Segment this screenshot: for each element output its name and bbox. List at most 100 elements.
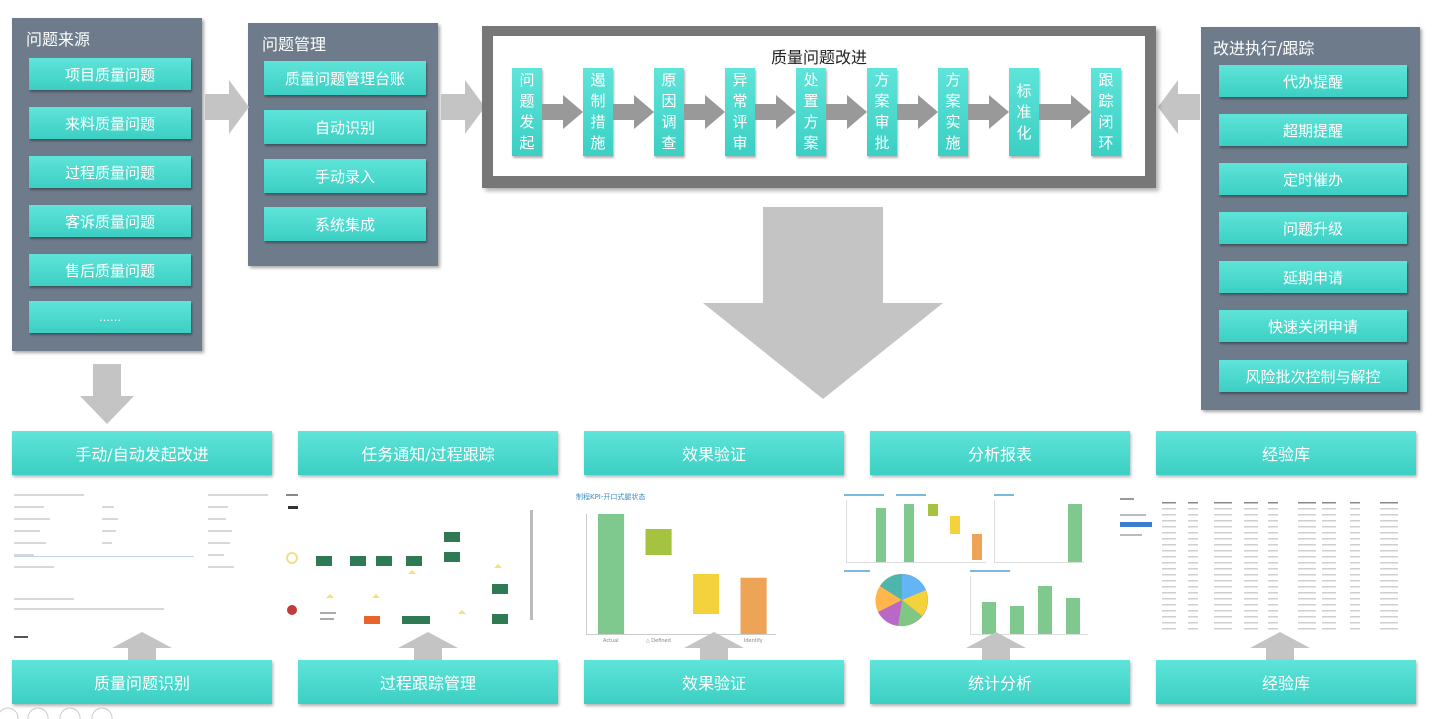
table-cell [1350,622,1360,624]
kpi-category-label: △ Defined [646,638,671,644]
flow-step-root-cause[interactable]: 原因调查 [654,68,684,156]
flow-step-initiate[interactable]: 问题发起 [512,68,542,156]
exec-item-overdue-reminder[interactable]: 超期提醒 [1219,114,1407,146]
table-cell [1268,628,1278,630]
table-cell [1244,580,1258,582]
flow-arrow-icon [755,95,796,129]
table-cell [1268,604,1278,606]
table-cell [1350,562,1360,564]
bar-effect-verification-bottom[interactable]: 效果验证 [584,660,844,704]
table-cell [1188,598,1198,600]
table-cell [1298,520,1316,522]
arrow-down-icon [80,364,134,424]
table-cell [1380,562,1398,564]
bar-issue-identification[interactable]: 质量问题识别 [12,660,272,704]
table-cell [1380,622,1398,624]
flow-step-label: 异常评审 [732,71,748,152]
source-item-project[interactable]: 项目质量问题 [29,58,191,90]
table-cell [1268,592,1278,594]
table-cell [1322,580,1336,582]
table-cell [1298,622,1316,624]
table-cell [1298,514,1316,516]
flow-arrow-icon [613,95,654,129]
flow-step-label: 方案审批 [874,71,890,152]
table-cell [1162,538,1176,540]
table-cell [1268,586,1278,588]
table-cell [1244,556,1258,558]
table-cell [1162,616,1176,618]
table-cell [1244,526,1258,528]
table-cell [1298,526,1316,528]
bar-initiate-improvement[interactable]: 手动/自动发起改进 [12,431,272,475]
exec-item-extension-request[interactable]: 延期申请 [1219,261,1407,293]
exec-item-todo-reminder[interactable]: 代办提醒 [1219,65,1407,97]
source-item-complaint[interactable]: 客诉质量问题 [29,205,191,237]
bar-experience-library[interactable]: 经验库 [1156,431,1416,475]
table-cell [1188,616,1198,618]
flow-step-review[interactable]: 异常评审 [725,68,755,156]
table-cell [1162,568,1176,570]
flow-step-implementation[interactable]: 方案实施 [938,68,968,156]
flow-step-disposal[interactable]: 处置方案 [796,68,826,156]
table-cell [1350,532,1360,534]
flow-arrow-icon [968,95,1009,129]
flow-arrow-icon [542,95,583,129]
kpi-bar [740,577,767,634]
bar-experience-library-bottom[interactable]: 经验库 [1156,660,1416,704]
table-cell [1188,502,1198,504]
table-sidebar-selected[interactable] [1120,522,1152,527]
source-item-process[interactable]: 过程质量问题 [29,156,191,188]
exec-item-scheduled-urge[interactable]: 定时催办 [1219,163,1407,195]
bar-effect-verification[interactable]: 效果验证 [584,431,844,475]
kpi-bar [645,529,672,555]
table-cell [1214,562,1232,564]
table-cell [1322,568,1336,570]
table-cell [1268,544,1278,546]
improvement-flow-canvas: 质量问题改进 问题发起 遏制措施 原因调查 异常评审 处置方案 方案审批 方案实… [493,36,1145,176]
bar-process-tracking-management[interactable]: 过程跟踪管理 [298,660,558,704]
mgmt-item-manual-entry[interactable]: 手动录入 [264,159,426,193]
bar-analysis-report[interactable]: 分析报表 [870,431,1130,475]
table-cell [1350,592,1360,594]
flow-step-containment[interactable]: 遏制措施 [583,68,613,156]
bar-statistical-analysis[interactable]: 统计分析 [870,660,1130,704]
table-cell [1188,586,1198,588]
table-cell [1214,580,1232,582]
exec-item-escalation[interactable]: 问题升级 [1219,212,1407,244]
mgmt-item-system-integration[interactable]: 系统集成 [264,207,426,241]
table-cell [1162,556,1176,558]
flow-step-approval[interactable]: 方案审批 [867,68,897,156]
flow-step-closure[interactable]: 跟踪闭环 [1091,68,1121,156]
table-cell [1322,508,1336,510]
mgmt-item-auto-identify[interactable]: 自动识别 [264,110,426,144]
source-item-more[interactable]: …… [29,301,191,333]
exec-item-risk-batch-control[interactable]: 风险批次控制与解控 [1219,360,1407,392]
thumbnail-analysis-dashboard [842,490,1092,640]
exec-item-quick-close[interactable]: 快速关闭申请 [1219,310,1407,342]
table-cell [1162,604,1176,606]
table-cell [1244,616,1258,618]
kpi-bar [598,514,625,634]
table-cell [1162,508,1176,510]
kpi-bar [693,574,720,614]
table-cell [1188,628,1198,630]
flow-step-standardize[interactable]: 标准化 [1009,68,1039,156]
menu-icon [27,707,49,719]
table-cell [1244,568,1258,570]
slide-toolbar[interactable] [0,706,120,719]
kpi-x-axis [586,634,776,635]
table-cell [1298,574,1316,576]
experience-table [1120,498,1398,630]
table-cell [1380,628,1398,630]
table-cell [1350,502,1360,504]
table-cell [1188,622,1198,624]
bar-task-notification[interactable]: 任务通知/过程跟踪 [298,431,558,475]
table-cell [1268,580,1278,582]
table-cell [1298,568,1316,570]
source-item-aftersales[interactable]: 售后质量问题 [29,254,191,286]
source-item-incoming[interactable]: 来料质量问题 [29,107,191,139]
mgmt-item-ledger[interactable]: 质量问题管理台账 [264,61,426,95]
table-cell [1380,574,1398,576]
table-cell [1268,538,1278,540]
